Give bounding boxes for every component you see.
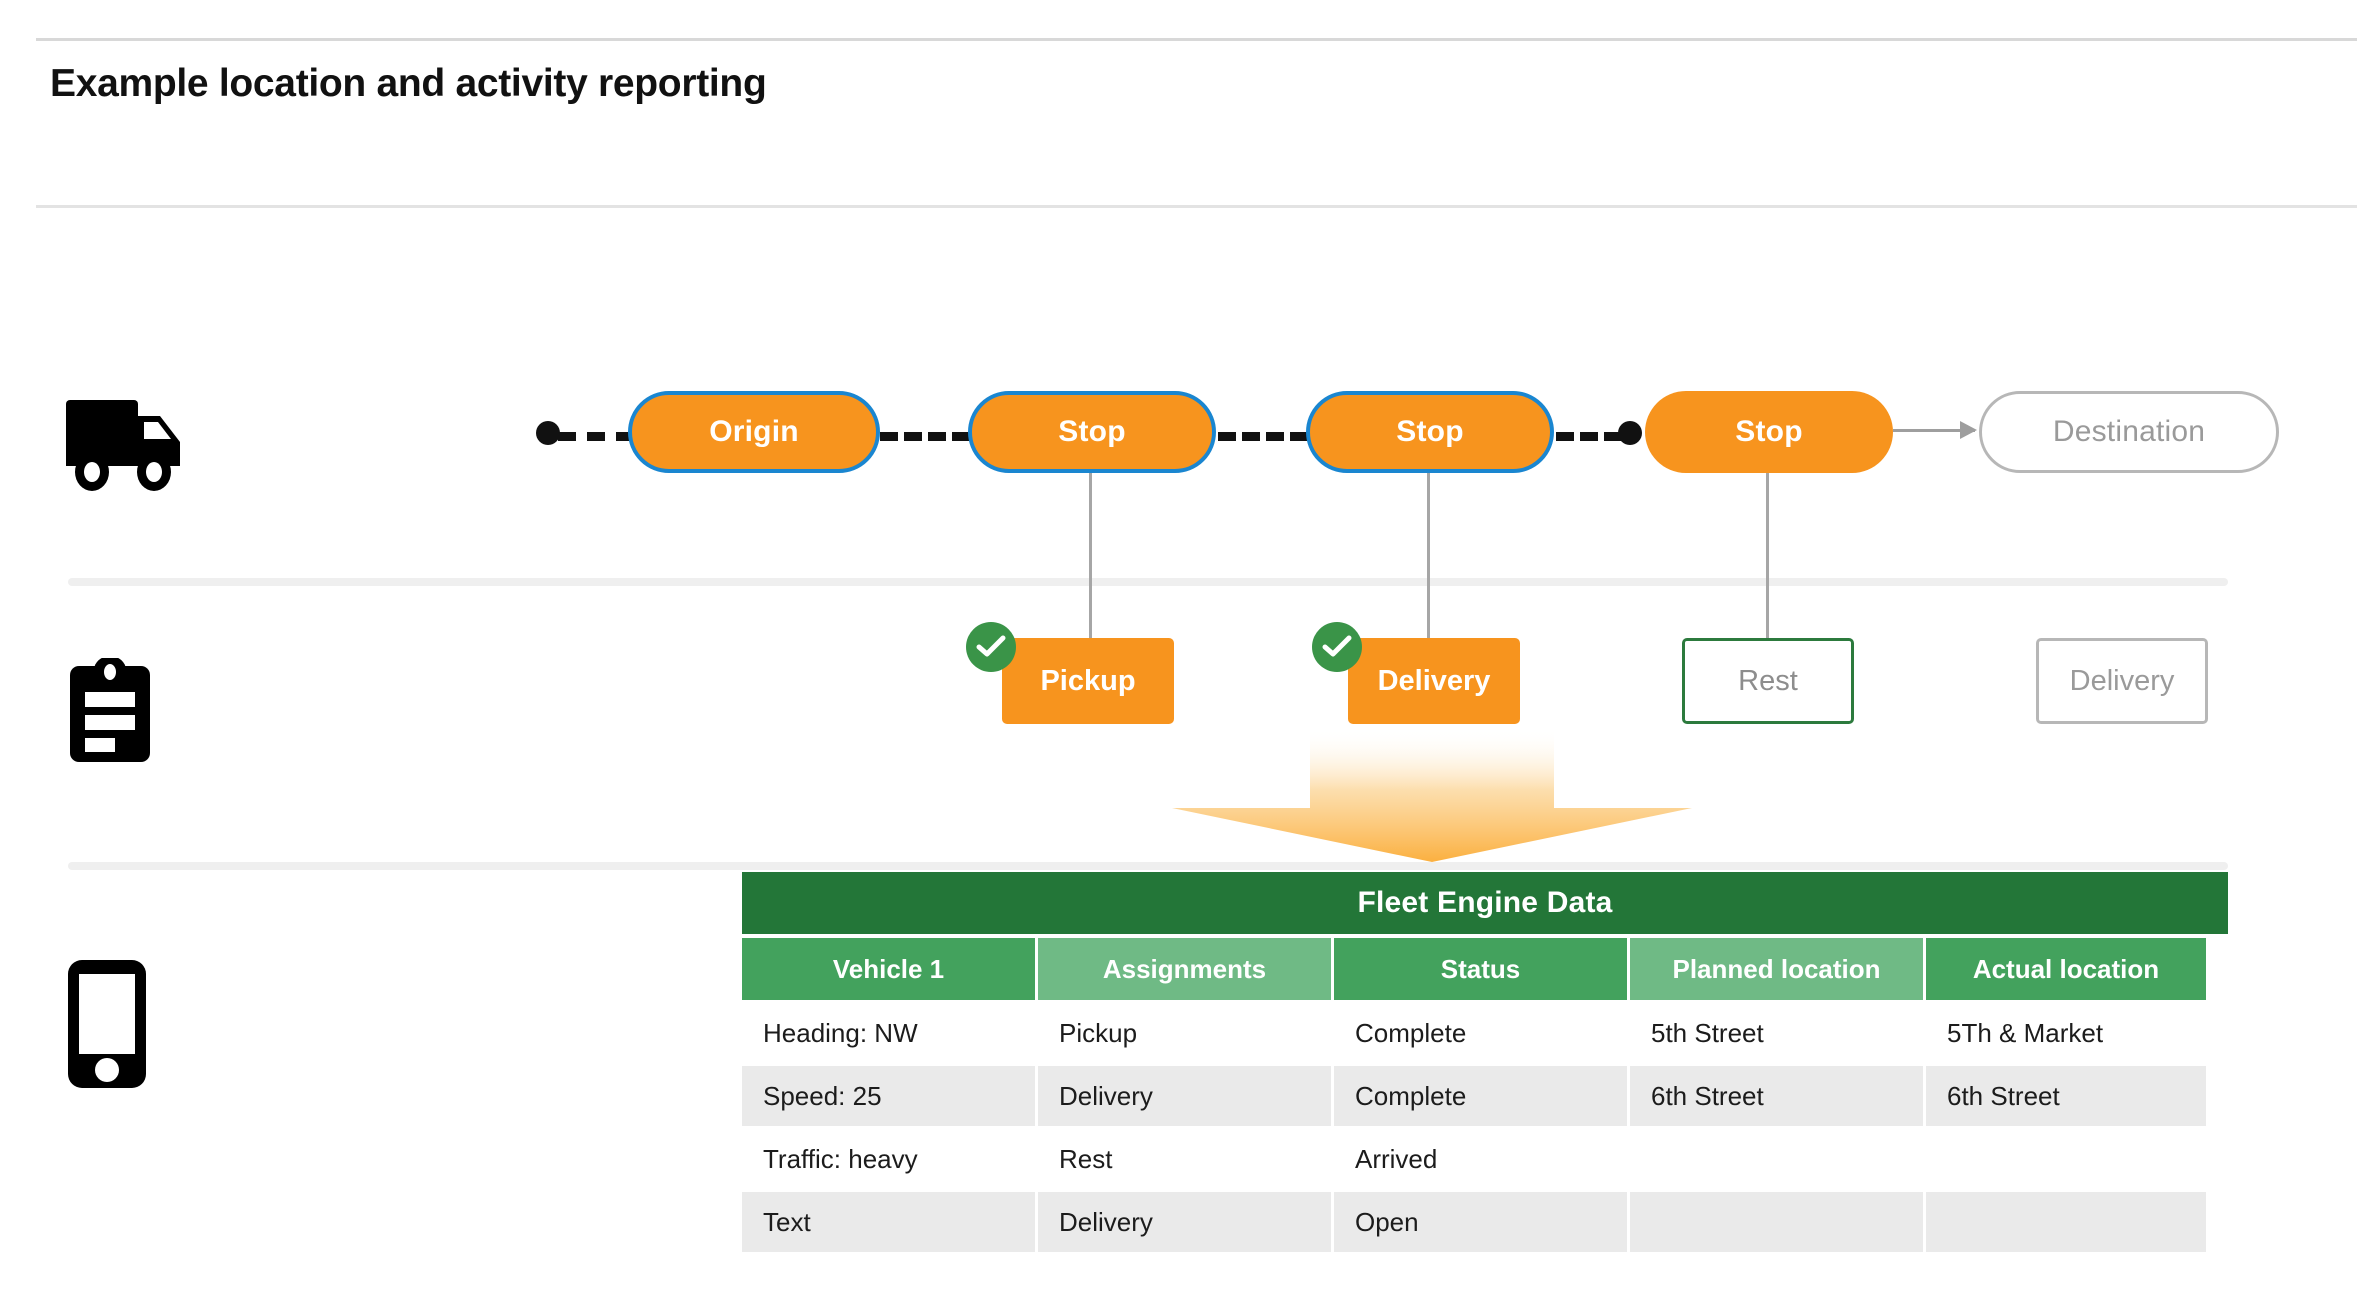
route-node-destination[interactable]: Destination xyxy=(1979,391,2279,473)
route-mid-dot xyxy=(1618,421,1642,445)
route-node-stop-3[interactable]: Stop xyxy=(1645,391,1893,473)
table-cell xyxy=(1630,1192,1923,1252)
table-row: Traffic: heavy Rest Arrived xyxy=(742,1129,2228,1189)
activity-pickup[interactable]: Pickup xyxy=(1002,638,1174,724)
table-cell: Open xyxy=(1334,1192,1627,1252)
route-start-dot xyxy=(536,421,560,445)
route-node-stop-1[interactable]: Stop xyxy=(968,391,1216,473)
connector-line-delivery xyxy=(1427,473,1430,638)
table-cell: Complete xyxy=(1334,1066,1627,1126)
route-node-stop-2[interactable]: Stop xyxy=(1306,391,1554,473)
activity-rest[interactable]: Rest xyxy=(1682,638,1854,724)
check-circle-icon xyxy=(1312,622,1362,672)
connector-line-pickup xyxy=(1089,473,1092,638)
table-row: Text Delivery Open xyxy=(742,1192,2228,1252)
table-cell: Rest xyxy=(1038,1129,1331,1189)
table-cell: 5th Street xyxy=(1630,1003,1923,1063)
activity-delivery[interactable]: Delivery xyxy=(1348,638,1520,724)
table-row: Speed: 25 Delivery Complete 6th Street 6… xyxy=(742,1066,2228,1126)
table-cell: Heading: NW xyxy=(742,1003,1035,1063)
route-dash-segment xyxy=(1218,432,1308,441)
row-divider-vehicle-activity xyxy=(68,578,2228,586)
table-cell xyxy=(1926,1192,2206,1252)
table-cell: Traffic: heavy xyxy=(742,1129,1035,1189)
route-dash-segment xyxy=(1556,432,1622,441)
row-divider-activity-device xyxy=(68,862,2228,870)
table-header-vehicle: Vehicle 1 xyxy=(742,938,1035,1000)
table-cell: Delivery xyxy=(1038,1192,1331,1252)
route-dash-segment xyxy=(880,432,970,441)
clipboard-icon xyxy=(68,656,152,769)
phone-icon xyxy=(68,960,146,1093)
table-cell: Text xyxy=(742,1192,1035,1252)
table-header-planned-location: Planned location xyxy=(1630,938,1923,1000)
flow-down-arrow-icon xyxy=(1172,730,1692,862)
table-cell: Arrived xyxy=(1334,1129,1627,1189)
table-header-assignments: Assignments xyxy=(1038,938,1331,1000)
check-circle-icon xyxy=(966,622,1016,672)
table-cell: 6th Street xyxy=(1926,1066,2206,1126)
table-cell: Pickup xyxy=(1038,1003,1331,1063)
table-header-status: Status xyxy=(1334,938,1627,1000)
table-cell xyxy=(1630,1129,1923,1189)
top-divider xyxy=(36,38,2357,41)
table-header-row: Vehicle 1 Assignments Status Planned loc… xyxy=(742,938,2228,1000)
destination-arrow-icon xyxy=(1893,421,1977,439)
title-divider xyxy=(36,205,2357,208)
page-title: Example location and activity reporting xyxy=(50,62,767,105)
table-header-actual-location: Actual location xyxy=(1926,938,2206,1000)
truck-icon xyxy=(66,400,196,497)
table-cell: Delivery xyxy=(1038,1066,1331,1126)
table-cell: Speed: 25 xyxy=(742,1066,1035,1126)
table-cell: 6th Street xyxy=(1630,1066,1923,1126)
table-cell xyxy=(1926,1129,2206,1189)
table-title: Fleet Engine Data xyxy=(742,872,2228,934)
table-cell: 5Th & Market xyxy=(1926,1003,2206,1063)
connector-line-rest xyxy=(1766,473,1769,638)
activity-delivery-pending[interactable]: Delivery xyxy=(2036,638,2208,724)
table-cell: Complete xyxy=(1334,1003,1627,1063)
fleet-engine-table: Fleet Engine Data Vehicle 1 Assignments … xyxy=(742,872,2228,1252)
route-node-origin[interactable]: Origin xyxy=(628,391,880,473)
table-row: Heading: NW Pickup Complete 5th Street 5… xyxy=(742,1003,2228,1063)
route-dash-segment xyxy=(558,432,634,441)
